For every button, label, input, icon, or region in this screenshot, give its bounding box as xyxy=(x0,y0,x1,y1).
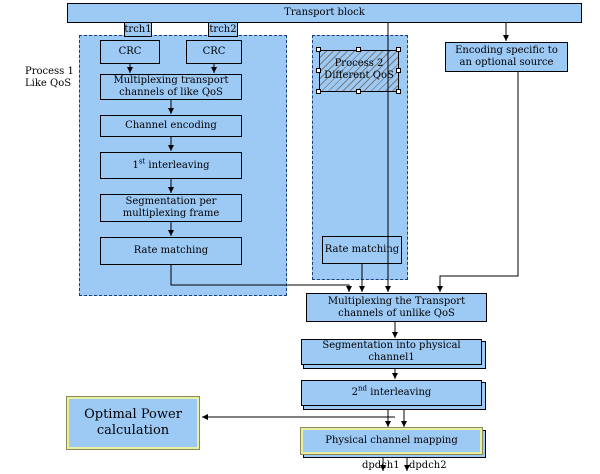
arrow-encoding-to-mux-unlike xyxy=(437,72,519,292)
rate-matching2-box: Rate matching xyxy=(322,236,402,264)
rate-matching1-label: Rate matching xyxy=(133,245,209,256)
second-interleaving-label: 2nd interleaving xyxy=(351,384,432,398)
multiplexing-like-box: Multiplexing transport channels of like … xyxy=(100,74,242,100)
first-interleaving-label: 1st interleaving xyxy=(132,157,210,171)
trch2-label: trch2 xyxy=(209,23,237,35)
selection-handle-tl[interactable] xyxy=(316,47,321,52)
selection-handle-bm[interactable] xyxy=(356,89,361,94)
selection-handle-br[interactable] xyxy=(396,89,401,94)
rate-matching2-label: Rate matching xyxy=(324,244,400,255)
multiplexing-unlike-box: Multiplexing the Transport channels of u… xyxy=(306,293,487,322)
encoding-specific-label: Encoding specific to an optional source xyxy=(455,45,558,68)
selection-handle-bl[interactable] xyxy=(316,89,321,94)
process1-label-line1: Process 1 xyxy=(25,66,74,77)
trch2-tab: trch2 xyxy=(208,22,238,37)
segmentation-frame-box: Segmentation per multiplexing frame xyxy=(100,194,242,222)
crc2-box: CRC xyxy=(186,40,242,64)
crc1-label: CRC xyxy=(118,46,142,57)
crc1-box: CRC xyxy=(100,40,160,64)
segmentation-frame-label: Segmentation per multiplexing frame xyxy=(122,196,220,219)
rate-matching1-box: Rate matching xyxy=(100,237,242,265)
selection-handle-ml[interactable] xyxy=(316,68,321,73)
dpdch2-label: dpdch2 xyxy=(409,460,447,471)
multiplexing-unlike-label: Multiplexing the Transport channels of u… xyxy=(327,295,466,319)
arrow-rate1-to-mux-unlike xyxy=(170,265,352,292)
segmentation-physical-label: Segmentation into physical channel1 xyxy=(322,340,461,363)
segmentation-physical-box: Segmentation into physical channel1 xyxy=(301,339,482,365)
physical-mapping-label: Physical channel mapping xyxy=(325,435,458,446)
first-interleaving-box: 1st interleaving xyxy=(100,152,242,179)
process1-label: Process 1 Like QoS xyxy=(25,66,74,90)
optimal-power-box: Optimal Power calculation xyxy=(66,396,200,450)
transport-block-label: Transport block xyxy=(284,7,365,18)
transport-block: Transport block xyxy=(67,3,582,23)
physical-mapping-box: Physical channel mapping xyxy=(300,427,483,455)
encoding-specific-box: Encoding specific to an optional source xyxy=(445,42,568,72)
optimal-power-label: Optimal Power calculation xyxy=(84,407,182,438)
crc2-label: CRC xyxy=(202,46,226,57)
multiplexing-like-label: Multiplexing transport channels of like … xyxy=(113,75,229,98)
trch1-label: trch1 xyxy=(124,23,152,35)
selection-handle-tr[interactable] xyxy=(396,47,401,52)
second-interleaving-box: 2nd interleaving xyxy=(301,380,482,406)
process1-label-line2: Like QoS xyxy=(25,78,72,89)
selection-handle-mr[interactable] xyxy=(396,68,401,73)
trch1-tab: trch1 xyxy=(124,22,152,37)
channel-encoding-label: Channel encoding xyxy=(125,120,217,131)
selection-handle-tm[interactable] xyxy=(356,47,361,52)
channel-encoding-box: Channel encoding xyxy=(100,115,242,137)
process2-label: Process 2 Different QoS xyxy=(324,58,394,81)
